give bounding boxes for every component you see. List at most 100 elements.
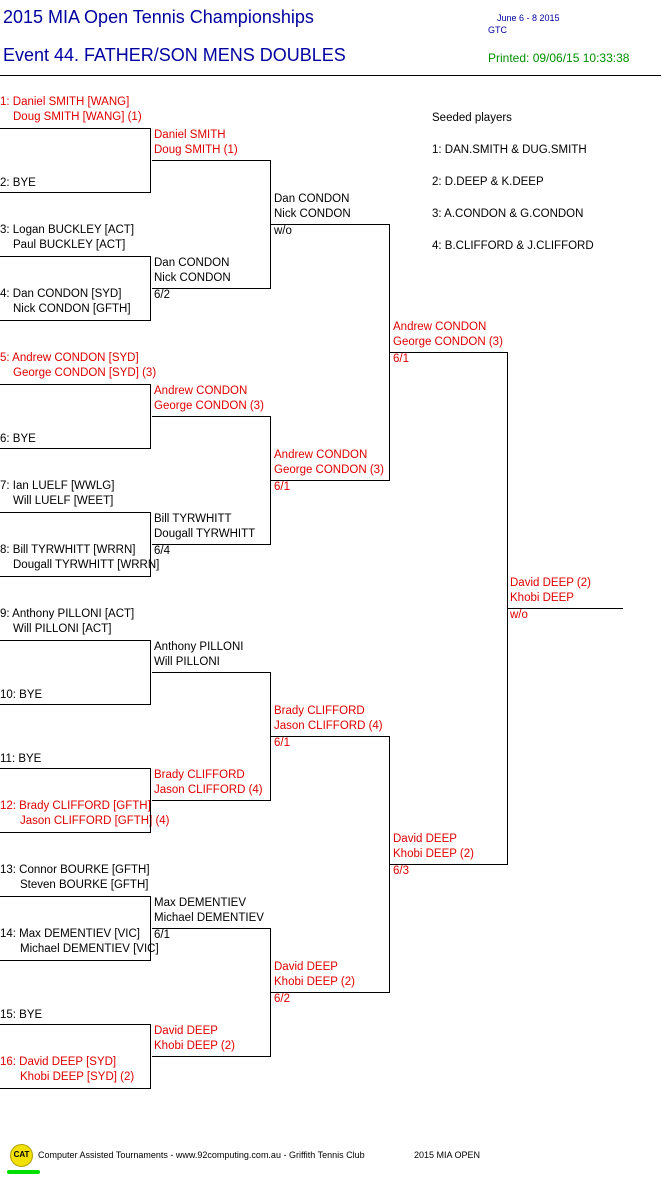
seed-item: 3: A.CONDON & G.CONDON bbox=[432, 208, 584, 220]
bracket-line bbox=[152, 416, 271, 417]
winner-entry: Khobi DEEP (2) bbox=[393, 848, 474, 860]
bracket-line bbox=[0, 1024, 151, 1025]
bracket-line bbox=[152, 800, 271, 801]
bracket-line bbox=[390, 352, 508, 353]
bracket-connector bbox=[270, 672, 271, 801]
bracket-connector bbox=[507, 352, 508, 865]
bracket-line bbox=[0, 1088, 151, 1089]
bracket-connector bbox=[150, 640, 151, 705]
bracket-line bbox=[508, 608, 623, 609]
bracket-connector bbox=[150, 1024, 151, 1089]
player-entry: Jason CLIFFORD [GFTH] (4) bbox=[20, 815, 170, 827]
winner-entry: Michael DEMENTIEV bbox=[154, 912, 264, 924]
seed-item: 2: D.DEEP & K.DEEP bbox=[432, 176, 544, 188]
seed-item: 1: DAN.SMITH & DUG.SMITH bbox=[432, 144, 587, 156]
bracket-line bbox=[0, 448, 151, 449]
player-entry: 9: Anthony PILLONI [ACT] bbox=[0, 608, 135, 620]
champion-entry: Khobi DEEP bbox=[510, 592, 574, 604]
bracket-line bbox=[152, 160, 271, 161]
match-score: 6/2 bbox=[274, 993, 290, 1005]
cat-logo-text: CAT bbox=[13, 1150, 30, 1159]
bracket-line bbox=[271, 736, 390, 737]
winner-entry: Brady CLIFFORD bbox=[274, 705, 365, 717]
bracket-connector bbox=[150, 256, 151, 321]
match-score: 6/4 bbox=[154, 545, 170, 557]
bracket-connector bbox=[270, 160, 271, 289]
tournament-title: 2015 MIA Open Tennis Championships bbox=[3, 7, 314, 27]
player-entry: 2: BYE bbox=[0, 177, 36, 189]
player-entry: Nick CONDON [GFTH] bbox=[13, 303, 131, 315]
player-entry: Steven BOURKE [GFTH] bbox=[20, 879, 149, 891]
winner-entry: Brady CLIFFORD bbox=[154, 769, 245, 781]
winner-entry: Khobi DEEP (2) bbox=[154, 1040, 235, 1052]
footer-credit: Computer Assisted Tournaments - www.92co… bbox=[38, 1150, 365, 1160]
tournament-dates: June 6 - 8 2015 bbox=[497, 13, 560, 23]
bracket-line bbox=[152, 288, 271, 289]
winner-entry: George CONDON (3) bbox=[154, 400, 264, 412]
player-entry: Will PILLONI [ACT] bbox=[13, 623, 112, 635]
player-entry: Michael DEMENTIEV [VIC] bbox=[20, 943, 159, 955]
bracket-line bbox=[152, 1056, 271, 1057]
player-entry: 14: Max DEMENTIEV [VIC] bbox=[0, 928, 140, 940]
player-entry: 12: Brady CLIFFORD [GFTH] bbox=[0, 800, 151, 812]
bracket-connector bbox=[150, 512, 151, 577]
player-entry: 13: Connor BOURKE [GFTH] bbox=[0, 864, 150, 876]
bracket-line bbox=[0, 320, 151, 321]
bracket-line bbox=[390, 864, 508, 865]
winner-entry: George CONDON (3) bbox=[274, 464, 384, 476]
champion-entry: David DEEP (2) bbox=[510, 577, 591, 589]
printed-timestamp: Printed: 09/06/15 10:33:38 bbox=[488, 51, 630, 65]
winner-entry: Doug SMITH (1) bbox=[154, 144, 238, 156]
bracket-connector bbox=[150, 896, 151, 961]
bracket-line bbox=[152, 672, 271, 673]
logo-underline bbox=[7, 1170, 40, 1174]
player-entry: 4: Dan CONDON [SYD] bbox=[0, 288, 122, 300]
winner-entry: Andrew CONDON bbox=[274, 449, 368, 461]
player-entry: 16: David DEEP [SYD] bbox=[0, 1056, 117, 1068]
seed-item: 4: B.CLIFFORD & J.CLIFFORD bbox=[432, 240, 594, 252]
winner-entry: George CONDON (3) bbox=[393, 336, 503, 348]
bracket-connector bbox=[389, 224, 390, 481]
match-score: w/o bbox=[274, 225, 292, 237]
bracket-line bbox=[0, 384, 151, 385]
winner-entry: David DEEP bbox=[154, 1025, 218, 1037]
winner-entry: David DEEP bbox=[393, 833, 457, 845]
winner-entry: Anthony PILLONI bbox=[154, 641, 244, 653]
bracket-line bbox=[0, 128, 151, 129]
winner-entry: Daniel SMITH bbox=[154, 129, 226, 141]
player-entry: Will LUELF [WEET] bbox=[13, 495, 114, 507]
player-entry: Dougall TYRWHITT [WRRN] bbox=[13, 559, 160, 571]
bracket-connector bbox=[389, 736, 390, 993]
winner-entry: Dan CONDON bbox=[154, 257, 230, 269]
bracket-line bbox=[0, 832, 151, 833]
header-divider bbox=[0, 75, 661, 76]
bracket-line bbox=[0, 192, 151, 193]
bracket-line bbox=[0, 960, 151, 961]
cat-logo-icon bbox=[10, 1144, 33, 1167]
match-score: 6/3 bbox=[393, 865, 409, 877]
player-entry: 5: Andrew CONDON [SYD] bbox=[0, 352, 139, 364]
winner-entry: Khobi DEEP (2) bbox=[274, 976, 355, 988]
winner-entry: Dougall TYRWHITT bbox=[154, 528, 256, 540]
bracket-connector bbox=[150, 128, 151, 193]
bracket-connector bbox=[150, 384, 151, 449]
bracket-line bbox=[0, 256, 151, 257]
player-entry: 8: Bill TYRWHITT [WRRN] bbox=[0, 544, 136, 556]
bracket-line bbox=[0, 640, 151, 641]
winner-entry: Nick CONDON bbox=[154, 272, 231, 284]
match-score: 6/1 bbox=[154, 929, 170, 941]
winner-entry: Bill TYRWHITT bbox=[154, 513, 232, 525]
winner-entry: David DEEP bbox=[274, 961, 338, 973]
player-entry: George CONDON [SYD] (3) bbox=[13, 367, 157, 379]
winner-entry: Andrew CONDON bbox=[154, 385, 248, 397]
bracket-line bbox=[0, 896, 151, 897]
player-entry: 7: Ian LUELF [WWLG] bbox=[0, 480, 115, 492]
winner-entry: Jason CLIFFORD (4) bbox=[274, 720, 383, 732]
match-score: 6/1 bbox=[274, 481, 290, 493]
bracket-connector bbox=[270, 928, 271, 1057]
tournament-venue: GTC bbox=[488, 25, 507, 35]
player-entry: 1: Daniel SMITH [WANG] bbox=[0, 96, 130, 108]
bracket-line bbox=[0, 704, 151, 705]
bracket-connector bbox=[150, 768, 151, 833]
player-entry: 11: BYE bbox=[0, 753, 42, 765]
